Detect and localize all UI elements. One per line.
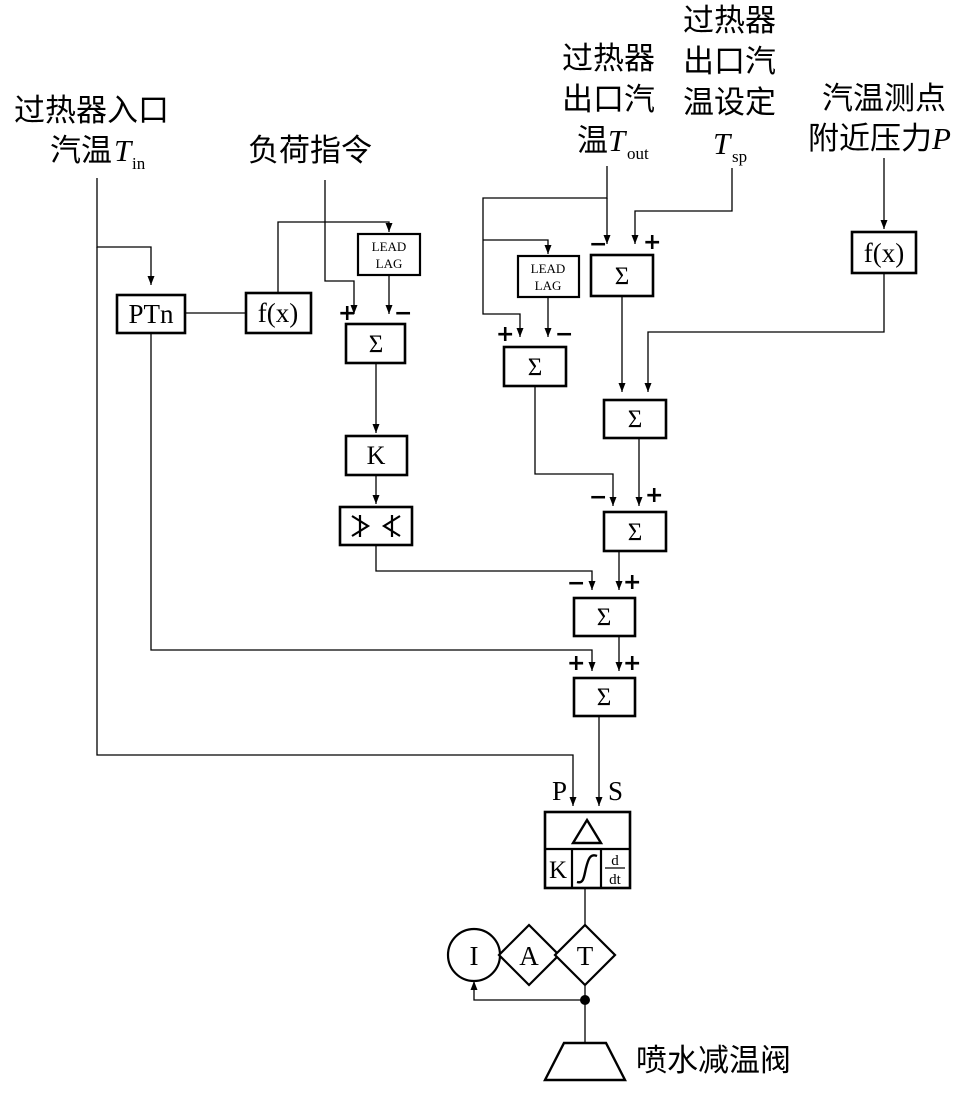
s-input-label: S (608, 776, 623, 806)
svg-text:+: + (645, 483, 663, 508)
gain-k-block: K (344, 434, 409, 477)
input-tin-label: 过热器入口 汽温 T in (14, 93, 169, 173)
input-tsp-label: 过热器 出口汽 温设定 T sp (683, 3, 776, 166)
svg-text:汽温: 汽温 (50, 133, 112, 169)
feedback-line (470, 981, 585, 1001)
svg-text:附近压力: 附近压力 (808, 121, 932, 157)
sum-leadlag-block: Σ (502, 345, 568, 388)
svg-text:−: − (567, 571, 585, 596)
svg-text:Σ: Σ (615, 263, 630, 290)
svg-text:sp: sp (732, 147, 747, 166)
svg-text:+: + (643, 230, 661, 255)
sum-setpoint-block: Σ (589, 253, 655, 298)
tsp-line (631, 168, 733, 244)
svg-text:Σ: Σ (369, 331, 384, 358)
svg-text:K: K (367, 441, 386, 470)
svg-text:K: K (549, 857, 567, 884)
svg-text:Σ: Σ (528, 354, 543, 381)
svg-text:in: in (132, 154, 146, 173)
svg-text:PTn: PTn (128, 299, 174, 329)
svg-text:LAG: LAG (376, 256, 403, 271)
svg-text:温设定: 温设定 (683, 85, 776, 121)
svg-text:d: d (611, 853, 619, 869)
pid-controller-block: K d dt (543, 810, 632, 890)
svg-text:LEAD: LEAD (531, 261, 566, 276)
svg-text:LAG: LAG (535, 278, 562, 293)
lead-lag-load-block: LEAD LAG (356, 232, 422, 277)
tin-to-p-line (96, 247, 577, 806)
svg-text:Σ: Σ (628, 519, 643, 546)
limiter-to-sum-line (375, 545, 596, 590)
load-line (324, 180, 358, 314)
t-transfer (553, 923, 617, 987)
svg-text:T: T (577, 941, 594, 971)
junction-dot (580, 995, 590, 1005)
sum-error-block: Σ (602, 510, 668, 553)
spray-valve-icon (543, 1041, 627, 1082)
station-block: I A T (446, 923, 617, 987)
svg-text:+: + (338, 301, 356, 326)
delta-icon (570, 817, 604, 845)
rate-limiter-block (338, 505, 414, 547)
lead-lag-temp-block: LEAD LAG (516, 254, 581, 299)
tin-to-ptn-line (96, 178, 155, 285)
svg-text:−: − (589, 232, 607, 257)
svg-text:−: − (589, 485, 607, 510)
svg-text:+: + (623, 651, 641, 676)
svg-text:dt: dt (609, 872, 622, 888)
tout-line (482, 166, 608, 337)
ptn-to-sum-line (150, 333, 596, 671)
svg-text:T: T (114, 133, 134, 168)
load-to-leadlag-line (277, 221, 393, 292)
input-tout-label: 过热器 出口汽 温 T out (562, 41, 655, 163)
svg-text:LEAD: LEAD (372, 239, 407, 254)
svg-text:汽温测点: 汽温测点 (822, 81, 946, 117)
svg-text:温: 温 (577, 123, 608, 159)
svg-text:T: T (713, 126, 733, 161)
sum-limiter-block: Σ (572, 596, 637, 638)
sum-pressure-block: Σ (602, 398, 668, 440)
svg-text:−: − (555, 322, 573, 347)
svg-text:Σ: Σ (597, 684, 612, 711)
sum-final-block: Σ (572, 676, 637, 718)
svg-text:out: out (627, 144, 649, 163)
svg-text:+: + (496, 322, 514, 347)
fx-load-block: f(x) (244, 291, 313, 335)
svg-text:+: + (567, 651, 585, 676)
svg-text:−: − (394, 301, 412, 326)
svg-text:过热器: 过热器 (683, 3, 776, 39)
svg-text:+: + (623, 570, 641, 595)
fx2-to-sum-line (644, 274, 885, 392)
tout-to-leadlag-line (483, 239, 552, 254)
input-pressure-label: 汽温测点 附近压力 P (808, 81, 951, 157)
svg-text:出口汽: 出口汽 (562, 82, 655, 118)
a-manual-auto (497, 923, 561, 987)
svg-text:Σ: Σ (628, 406, 643, 433)
svg-text:过热器入口: 过热器入口 (14, 93, 169, 129)
p-input-label: P (552, 776, 567, 806)
fx-pressure-block: f(x) (850, 230, 918, 275)
sum-lead-to-sum-line (534, 386, 617, 506)
input-load-label: 负荷指令 (248, 133, 372, 169)
svg-text:P: P (931, 121, 951, 156)
ptn-block: PTn (115, 293, 187, 335)
signal-lines (96, 158, 888, 1043)
svg-text:f(x): f(x) (864, 238, 904, 268)
valve-label: 喷水减温阀 (636, 1043, 791, 1079)
svg-text:T: T (608, 123, 628, 158)
svg-text:f(x): f(x) (258, 298, 298, 328)
svg-text:过热器: 过热器 (562, 41, 655, 77)
sum-signs: + − + − − + − + − + + + (338, 230, 663, 676)
sum-load-block: Σ (344, 322, 407, 365)
integral-icon (576, 854, 598, 884)
svg-text:I: I (470, 941, 479, 971)
svg-text:出口汽: 出口汽 (683, 44, 776, 80)
svg-text:Σ: Σ (597, 604, 612, 631)
svg-text:A: A (519, 941, 539, 971)
